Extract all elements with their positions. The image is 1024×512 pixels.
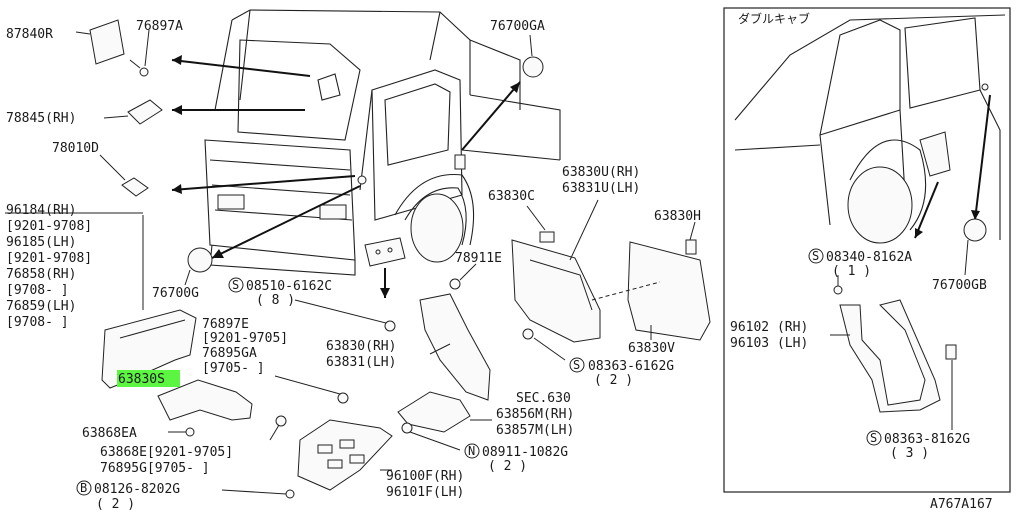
svg-text:S: S xyxy=(232,278,239,292)
label-63830h: 63830H xyxy=(654,209,701,224)
screw-symbol-08510: S xyxy=(228,277,244,293)
label-76897e: 76897E xyxy=(202,317,249,332)
label-63831u: 63831U(LH) xyxy=(562,181,640,196)
label-76858-date: [9708- ] xyxy=(6,283,69,298)
label-63857m: 63857M(LH) xyxy=(496,423,574,438)
label-96102: 96102 (RH) xyxy=(730,320,808,335)
label-78911e: 78911E xyxy=(455,251,502,266)
label-08340: 08340-8162A xyxy=(826,250,912,265)
label-sec630: SEC.630 xyxy=(516,391,571,406)
label-08126: 08126-8202G xyxy=(94,482,180,497)
label-08340-qty: ( 1 ) xyxy=(832,264,871,279)
label-76895ga: 76895GA xyxy=(202,346,257,361)
label-08363a: 08363-6162G xyxy=(588,359,674,374)
screw-symbol-08363a: S xyxy=(569,357,585,373)
label-76895g: 76895G[9705- ] xyxy=(100,461,210,476)
svg-text:S: S xyxy=(870,431,877,445)
parts-middle xyxy=(419,34,711,401)
label-63830u: 63830U(RH) xyxy=(562,165,640,180)
page-code: A767A167 xyxy=(930,497,993,512)
label-63831: 63831(LH) xyxy=(326,355,396,370)
parts-left xyxy=(5,19,492,499)
cab-arrows xyxy=(171,55,521,298)
label-63856m: 63856M(RH) xyxy=(496,407,574,422)
label-76859: 76859(LH) xyxy=(6,299,76,314)
label-08363b: 08363-8162G xyxy=(884,432,970,447)
label-87840r: 87840R xyxy=(6,27,53,42)
screw-symbol-08340: S xyxy=(808,248,824,264)
label-08911-qty: ( 2 ) xyxy=(488,459,527,474)
bolt-symbol-08126: B xyxy=(76,480,92,496)
svg-text:S: S xyxy=(812,249,819,263)
inset-title: ダブルキャブ xyxy=(738,11,810,26)
label-96184: 96184(RH) xyxy=(6,203,76,218)
labels: 87840R 76897A 78845(RH) 78010D 96184(RH)… xyxy=(6,11,993,512)
svg-text:S: S xyxy=(573,358,580,372)
label-63868ea: 63868EA xyxy=(82,426,137,441)
label-08126-qty: ( 2 ) xyxy=(96,497,135,512)
label-78010d: 78010D xyxy=(52,141,99,156)
label-76859-date: [9708- ] xyxy=(6,315,69,330)
label-96101f: 96101F(LH) xyxy=(386,485,464,500)
label-96185-date: [9201-9708] xyxy=(6,251,92,266)
label-76700g: 76700G xyxy=(152,286,199,301)
label-76897a: 76897A xyxy=(136,19,183,34)
label-96185: 96185(LH) xyxy=(6,235,76,250)
label-08510-qty: ( 8 ) xyxy=(256,293,295,308)
label-78845: 78845(RH) xyxy=(6,111,76,126)
label-63830c: 63830C xyxy=(488,189,535,204)
label-76858: 76858(RH) xyxy=(6,267,76,282)
label-08510: 08510-6162C xyxy=(246,279,332,294)
label-63830s: 63830S xyxy=(118,372,165,387)
label-08911: 08911-1082G xyxy=(482,445,568,460)
highlight-63830s xyxy=(117,370,180,387)
label-76895ga-date: [9705- ] xyxy=(202,361,265,376)
label-63830v: 63830V xyxy=(628,341,675,356)
inset-double-cab xyxy=(723,7,1011,493)
svg-text:B: B xyxy=(80,481,87,495)
label-76897e-date: [9201-9705] xyxy=(202,331,288,346)
screw-symbol-08363b: S xyxy=(866,430,882,446)
svg-text:N: N xyxy=(468,444,475,458)
label-76700ga: 76700GA xyxy=(490,19,545,34)
label-96184-date: [9201-9708] xyxy=(6,219,92,234)
label-76700gb: 76700GB xyxy=(932,278,987,293)
label-08363a-qty: ( 2 ) xyxy=(594,373,633,388)
label-08363b-qty: ( 3 ) xyxy=(890,446,929,461)
label-96103: 96103 (LH) xyxy=(730,336,808,351)
label-63868e: 63868E[9201-9705] xyxy=(100,445,233,460)
truck-cab-drawing xyxy=(204,9,561,276)
nut-symbol-08911: N xyxy=(464,443,480,459)
label-96100f: 96100F(RH) xyxy=(386,469,464,484)
label-63830: 63830(RH) xyxy=(326,339,396,354)
